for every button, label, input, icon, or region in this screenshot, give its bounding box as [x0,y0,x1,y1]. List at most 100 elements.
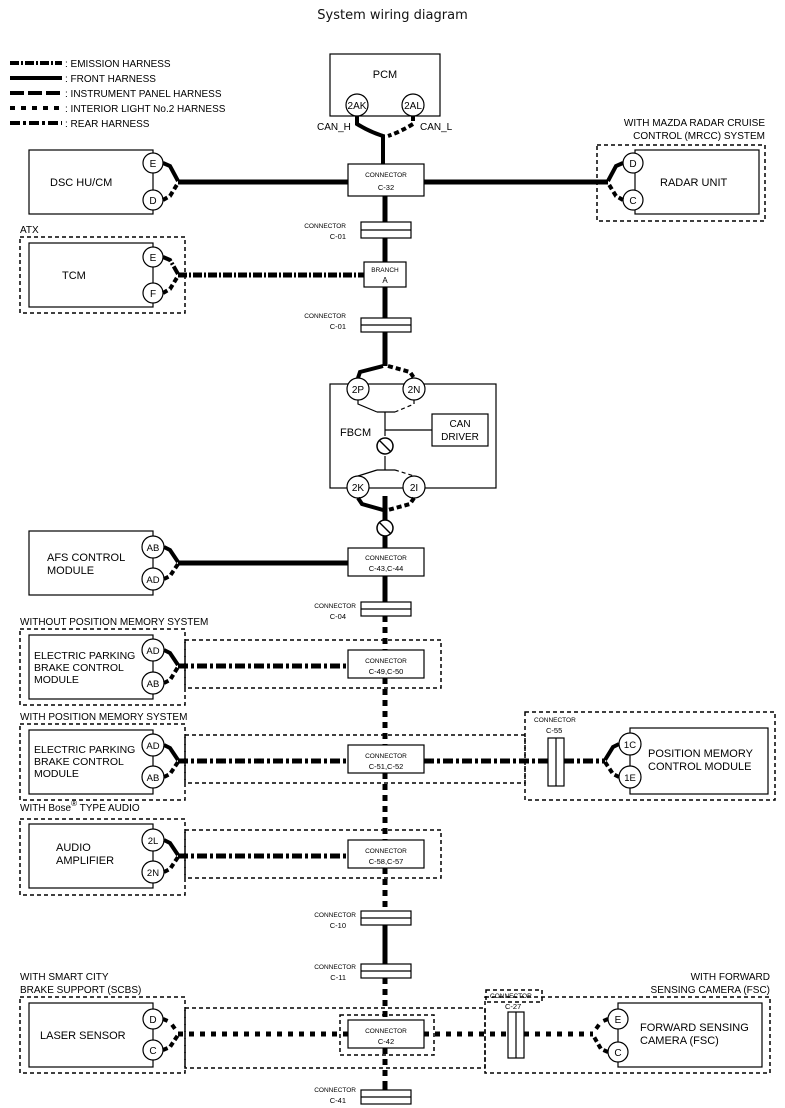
tcm-label: TCM [62,270,86,282]
connector-c01-lower-id: C-01 [330,322,346,331]
connector-c58-id: C-58,C-57 [369,857,404,866]
connector-c10: CONNECTOR C-10 [314,910,412,930]
connector-c11-word: CONNECTOR [314,964,356,971]
epb-without-label-2: BRAKE CONTROL [34,662,124,674]
audio-group: WITH Bose® TYPE AUDIO AUDIO AMPLIFIER 2L… [19,799,442,896]
mrcc-group: WITH MAZDA RADAR CRUISE CONTROL (MRCC) S… [424,118,766,222]
audio-caption-post: TYPE AUDIO [77,803,140,814]
dsc-pin-d-label: D [149,196,156,207]
connector-c49-id: C-49,C-50 [369,667,404,676]
connector-c10-id: C-10 [330,921,346,930]
fsc-caption-1: WITH FORWARD [691,972,770,983]
legend-label-instrument: : INSTRUMENT PANEL HARNESS [65,89,222,100]
epb-with-label-1: ELECTRIC PARKING [34,744,135,756]
epb-with-label-2: BRAKE CONTROL [34,756,124,768]
connector-c41-word: CONNECTOR [314,1087,356,1094]
epb-with-pin-ad-label: AD [146,741,159,752]
fbcm-pin-2p-label: 2P [352,385,365,396]
position-memory-pin-1e-label: 1E [624,773,636,784]
audio-pin-2n-label: 2N [147,868,159,879]
position-memory-group: CONNECTOR C-55 POSITION MEMORY CONTROL M… [524,711,776,801]
epb-with-pin-ab-label: AB [147,773,160,784]
pcm-pin-2ak-label: 2AK [348,101,367,112]
fsc-caption-2: SENSING CAMERA (FSC) [651,985,770,996]
radar-pin-c-label: C [629,196,636,207]
fsc-pin-c-label: C [614,1048,621,1059]
atx-caption: ATX [20,225,39,236]
fsc-pin-e-label: E [615,1015,622,1026]
scbs-group: WITH SMART CITY BRAKE SUPPORT (SCBS) LAS… [19,972,508,1074]
epb-without-pin-ab-label: AB [147,679,160,690]
connector-c32-id: C-32 [378,183,394,192]
dsc-module: DSC HU/CM E D [28,149,348,215]
connector-c01-upper-id: C-01 [330,232,346,241]
connector-c32-word: CONNECTOR [365,172,407,179]
connector-c42-id: C-42 [378,1037,394,1046]
scbs-caption-2: BRAKE SUPPORT (SCBS) [20,985,141,996]
connector-c43-word: CONNECTOR [365,555,407,562]
epb-with-label-3: MODULE [34,768,79,780]
epb-without-label-1: ELECTRIC PARKING [34,650,135,662]
connector-c27-id: C-27 [505,1002,521,1011]
connector-c04: CONNECTOR C-04 [314,601,412,621]
afs-pin-ab-label: AB [147,543,160,554]
epb-without-group: WITHOUT POSITION MEMORY SYSTEM ELECTRIC … [19,617,442,706]
connector-c11: CONNECTOR C-11 [314,963,412,982]
pcm-can-l-label: CAN_L [420,122,453,133]
connector-c01-upper: CONNECTOR C-01 [304,221,412,241]
connector-c43-c44: CONNECTOR C-43,C-44 [347,547,425,577]
fbcm-pin-2i-label: 2I [410,483,418,494]
connector-c51-word: CONNECTOR [365,753,407,760]
pcm-pin-2al-label: 2AL [404,101,422,112]
legend-label-interior: : INTERIOR LIGHT No.2 HARNESS [65,104,226,115]
afs-label-2: MODULE [47,565,94,577]
can-driver-box [431,413,489,447]
position-memory-label-1: POSITION MEMORY [648,748,754,760]
fbcm-pin-2n-label: 2N [408,385,421,396]
atx-group: ATX TCM E F [19,225,364,314]
position-memory-pin-1c-label: 1C [624,740,636,751]
mrcc-caption-2: CONTROL (MRCC) SYSTEM [633,131,765,142]
connector-c01-lower: CONNECTOR C-01 [304,313,412,333]
laser-pin-d-label: D [149,1015,156,1026]
connector-c51-id: C-51,C-52 [369,762,404,771]
connector-c10-word: CONNECTOR [314,912,356,919]
connector-c04-id: C-04 [330,612,346,621]
fbcm-label: FBCM [340,427,371,439]
audio-caption: WITH Bose® TYPE AUDIO [20,799,140,814]
fsc-label-1: FORWARD SENSING [640,1022,749,1034]
connector-c58-word: CONNECTOR [365,848,407,855]
connector-c11-id: C-11 [330,973,346,982]
audio-label-2: AMPLIFIER [56,855,114,867]
legend-label-front: : FRONT HARNESS [65,74,156,85]
legend-label-rear: : REAR HARNESS [65,119,150,130]
connector-c55-id: C-55 [546,726,562,735]
fbcm-module: 2P 2N CAN DRIVER FBCM 2K 2I [329,364,497,537]
pcm-module: PCM 2AK 2AL CAN_H CAN_L [317,53,453,164]
audio-caption-pre: WITH Bose [20,803,72,814]
mrcc-caption-1: WITH MAZDA RADAR CRUISE [624,118,765,129]
connector-c01-lower-word: CONNECTOR [304,313,346,320]
connector-c55-word: CONNECTOR [534,717,576,724]
laser-sensor-label: LASER SENSOR [40,1030,126,1042]
legend: : EMISSION HARNESS : FRONT HARNESS : INS… [10,59,226,130]
audio-caption-reg: ® [71,799,77,808]
tcm-pin-f-label: F [150,289,156,300]
laser-pin-c-label: C [149,1046,156,1057]
branch-a: BRANCH A [363,261,407,288]
fsc-group: WITH FORWARD SENSING CAMERA (FSC) CONNEC… [484,972,771,1074]
page-title: System wiring diagram [317,8,468,23]
pcm-can-h-label: CAN_H [317,122,351,133]
radar-pin-d-label: D [629,159,636,170]
dsc-label: DSC HU/CM [50,177,112,189]
branch-id: A [382,276,388,285]
afs-label-1: AFS CONTROL [47,552,125,564]
connector-c27-word: CONNECTOR [490,993,532,1000]
fbcm-pin-2k-label: 2K [352,483,365,494]
connector-c41-id: C-41 [330,1096,346,1105]
audio-pin-2l-label: 2L [148,836,159,847]
epb-without-pin-ad-label: AD [146,646,159,657]
scbs-caption-1: WITH SMART CITY [20,972,109,983]
position-memory-label-2: CONTROL MODULE [648,761,752,773]
